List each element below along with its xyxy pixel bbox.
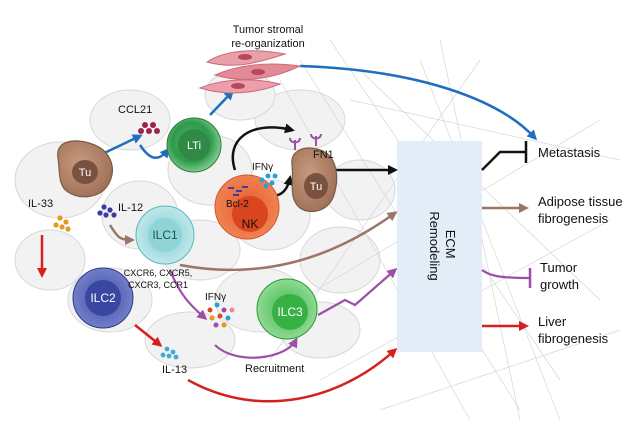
ccl21-label: CCL21 — [118, 104, 152, 116]
ilc1-label: ILC1 — [152, 228, 178, 242]
ilc2-cell: ILC2 — [72, 267, 134, 329]
tumor-cell-left-label: Tu — [79, 167, 91, 179]
bcl2-dots-icon — [228, 186, 248, 196]
red-arrows — [37, 235, 529, 403]
ilc3-cell: ILC3 — [256, 278, 318, 340]
ilc3-label: ILC3 — [277, 305, 303, 319]
ilc2-label: ILC2 — [90, 291, 116, 305]
tumor-cell-left: Tu — [57, 140, 113, 198]
nk-cell: NK Bcl-2 — [214, 174, 280, 240]
il12-dots-icon — [97, 204, 117, 218]
adipose-label-1: Adipose tissue — [538, 194, 623, 209]
metastasis-label: Metastasis — [538, 145, 601, 160]
fn1-label: FN1 — [313, 149, 334, 161]
ifn-receptor-icon — [289, 133, 322, 150]
il13-label: IL-13 — [162, 364, 187, 376]
ecm-remodeling-box — [397, 141, 482, 352]
lti-label: LTi — [187, 140, 201, 152]
brown-arrows — [108, 203, 529, 272]
il33-label: IL-33 — [28, 198, 53, 210]
diagram-labels: Tumor stromal re-organization CCL21 IL-1… — [28, 24, 334, 376]
il12-label: IL-12 — [118, 202, 143, 214]
bcl2-label: Bcl-2 — [226, 199, 249, 210]
nk-label: NK — [242, 217, 259, 231]
ifn-bottom-dots-icon — [207, 302, 235, 328]
il33-dots-icon — [53, 215, 71, 232]
outcome-labels: Metastasis Adipose tissue fibrogenesis T… — [538, 145, 623, 346]
adipose-label-2: fibrogenesis — [538, 211, 609, 226]
receptors-label-1: CXCR6, CXCR5, — [124, 268, 193, 278]
liver-label-2: fibrogenesis — [538, 331, 609, 346]
tumor-growth-label-1: Tumor — [540, 260, 578, 275]
tumor-stromal-label-2: re-organization — [231, 38, 304, 50]
il13-dots-icon — [160, 346, 179, 360]
tumor-cell-right-label: Tu — [310, 181, 322, 193]
purple-arrows — [168, 268, 531, 359]
liver-label-1: Liver — [538, 314, 567, 329]
ecm-label: ECM Remodeling — [427, 211, 458, 280]
ccl21-dots-icon — [138, 122, 160, 134]
ifn-top-label: IFNγ — [252, 162, 273, 173]
tumor-stromal-label-1: Tumor stromal — [233, 24, 304, 36]
tumor-cell-right: Tu — [291, 147, 338, 213]
stromal-fibroblast-icon — [198, 50, 302, 94]
receptors-label-2: CXCR3, CCR1 — [128, 280, 188, 290]
ifn-bottom-label: IFNγ — [205, 292, 226, 303]
lti-cell: LTi — [166, 117, 222, 173]
metastasis-inhibit-arrow — [481, 150, 526, 171]
background-tissue — [14, 69, 396, 369]
recruitment-label: Recruitment — [245, 363, 304, 375]
blue-arrows — [99, 64, 538, 159]
ilc1-cell: ILC1 — [135, 205, 195, 265]
tumor-growth-label-2: growth — [540, 277, 579, 292]
ifn-top-dots-icon — [259, 173, 278, 189]
